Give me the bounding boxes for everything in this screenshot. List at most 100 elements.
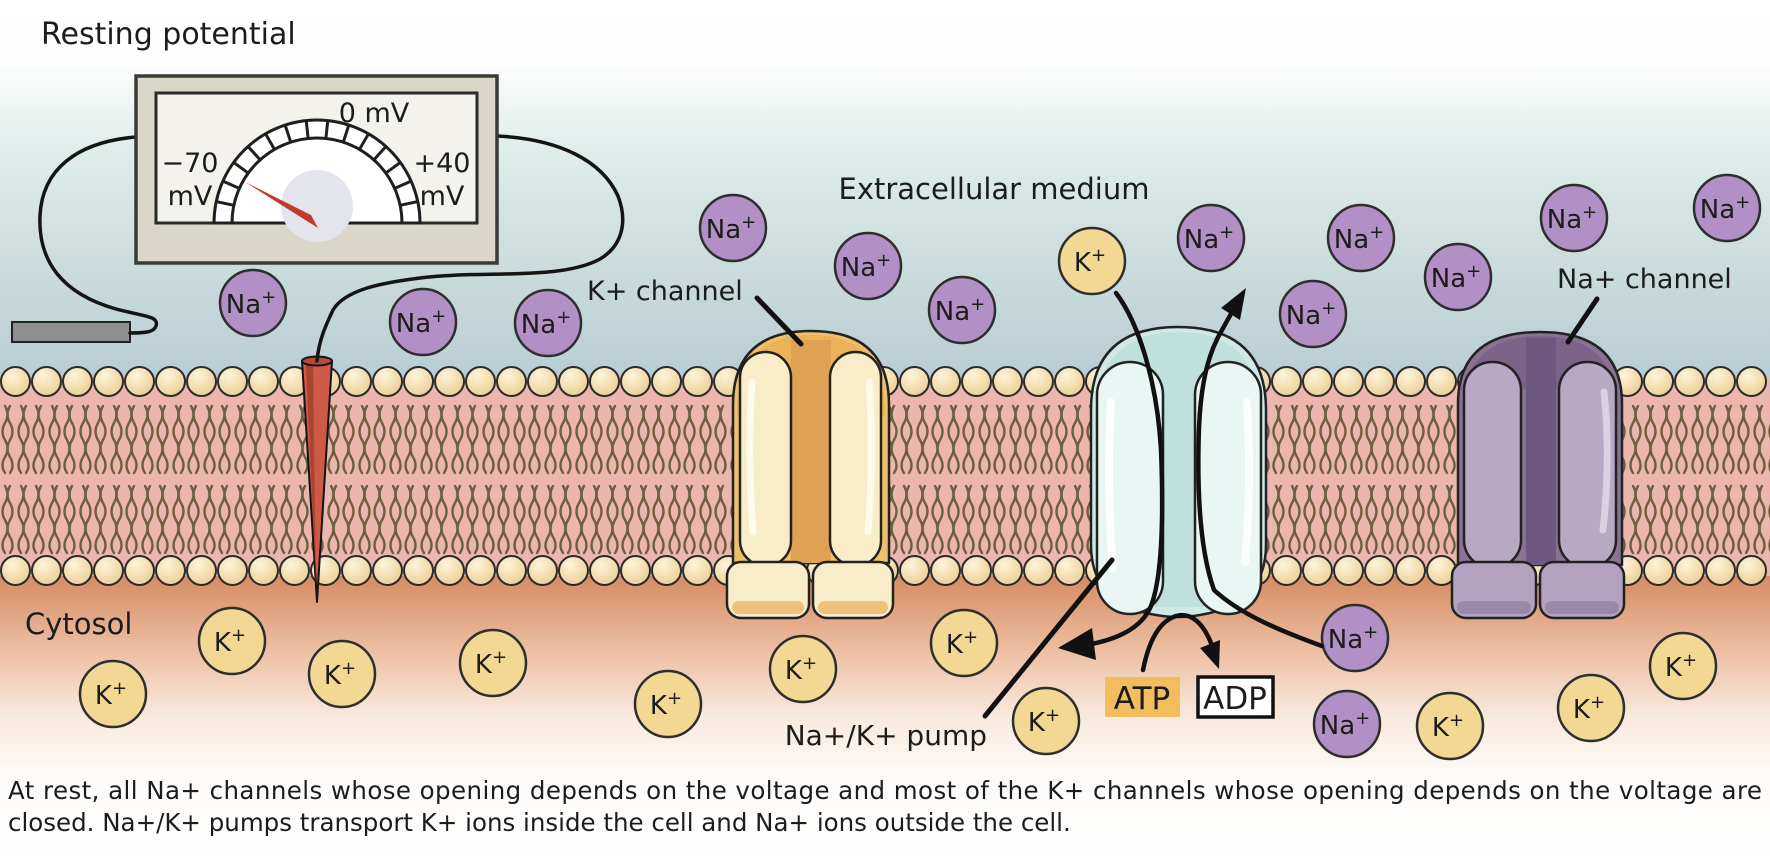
atp-adp-arrow — [1140, 612, 1214, 673]
atp-box — [1105, 677, 1180, 717]
lipid-head — [899, 555, 930, 586]
k-ion-label: K+ — [1665, 650, 1697, 683]
k-ion-label: K+ — [214, 625, 246, 658]
reference-electrode — [11, 321, 131, 343]
lipid-head — [62, 555, 93, 586]
na-ion-label: Na+ — [1320, 708, 1370, 741]
na-ion: Na+ — [1320, 603, 1390, 673]
lipid-head — [465, 366, 496, 397]
lipid-head — [992, 366, 1023, 397]
na-ion-label: Na+ — [1431, 261, 1481, 294]
na-ion-label: Na+ — [1700, 192, 1750, 225]
lipid-head — [372, 366, 403, 397]
lipid-head — [1395, 366, 1426, 397]
k-ion-label: K+ — [1074, 245, 1106, 278]
k-ion-label: K+ — [785, 653, 817, 686]
lipid-head — [155, 366, 186, 397]
page-title: Resting potential — [41, 17, 296, 52]
na-ion: Na+ — [513, 288, 583, 358]
na-out-arrowhead — [1221, 288, 1246, 320]
lipid-head — [1302, 366, 1333, 397]
na-ion-label: Na+ — [1184, 222, 1234, 255]
lipid-head — [1395, 555, 1426, 586]
lipid-head — [620, 366, 651, 397]
pump-label: Na+/K+ pump — [785, 719, 987, 752]
k-ion: K+ — [197, 606, 267, 676]
na-ion: Na+ — [1312, 689, 1382, 759]
gauge-tick — [246, 145, 262, 161]
lipid-head — [1364, 555, 1395, 586]
gauge-needle — [245, 182, 318, 228]
pump-arrows — [1058, 288, 1325, 673]
k-ion: K+ — [307, 639, 377, 709]
k-ion: K+ — [458, 628, 528, 698]
lipid-head — [589, 366, 620, 397]
na-ion: Na+ — [927, 275, 997, 345]
na-ion-label: Na+ — [1547, 202, 1597, 235]
lipid-head — [403, 555, 434, 586]
lipid-head — [124, 366, 155, 397]
lipid-head — [1705, 555, 1736, 586]
voltmeter: 0 mV −70 mV +40 mV — [134, 74, 499, 265]
lipid-head — [465, 555, 496, 586]
atp-adp-arrowhead — [1200, 640, 1220, 669]
k-ion: K+ — [1648, 631, 1718, 701]
na-ion: Na+ — [218, 268, 288, 338]
k-ion: K+ — [929, 608, 999, 678]
na-ion: Na+ — [1278, 279, 1348, 349]
k-ion-label: K+ — [1432, 710, 1464, 743]
lipid-head — [341, 555, 372, 586]
lipid-head — [1333, 555, 1364, 586]
lipid-head — [1643, 366, 1674, 397]
na-channel-pointer — [1565, 296, 1600, 345]
k-in-arrowhead — [1058, 628, 1096, 660]
k-ion: K+ — [1057, 226, 1127, 296]
gauge-tick — [222, 179, 240, 190]
k-ion-label: K+ — [650, 688, 682, 721]
na-ion: Na+ — [1539, 183, 1609, 253]
k-ion-label: K+ — [475, 647, 507, 680]
na-ion: Na+ — [833, 231, 903, 301]
gauge-tick — [215, 200, 235, 207]
lipid-head — [248, 555, 279, 586]
k-in-arrow — [1075, 290, 1165, 649]
gauge-max-value: +40 — [414, 148, 471, 179]
lipid-head — [558, 366, 589, 397]
lipid-head — [1302, 555, 1333, 586]
na-ion: Na+ — [1423, 242, 1493, 312]
lipid-head — [1054, 555, 1085, 586]
gauge-tick — [232, 161, 250, 175]
na-ion: Na+ — [1176, 203, 1246, 273]
k-channel-pore — [791, 340, 831, 563]
lipid-head — [961, 366, 992, 397]
na-channel — [1450, 330, 1626, 620]
lipid-head — [31, 555, 62, 586]
k-ion-label: K+ — [1573, 692, 1605, 725]
lipid-head — [1054, 366, 1085, 397]
pump-pointer — [982, 557, 1115, 719]
gauge-max-unit: mV — [420, 181, 465, 212]
lipid-head — [93, 555, 124, 586]
lipid-head — [1426, 366, 1457, 397]
k-ion: K+ — [1415, 691, 1485, 761]
lipid-head — [372, 555, 403, 586]
lipid-head — [341, 366, 372, 397]
lipid-head — [899, 366, 930, 397]
lipid-head — [589, 555, 620, 586]
label-pointers — [754, 295, 1600, 719]
k-ion: K+ — [768, 634, 838, 704]
gauge-min-value: −70 — [162, 148, 219, 179]
adp-box — [1196, 675, 1275, 719]
lipid-head — [1705, 366, 1736, 397]
gauge-tick — [394, 179, 412, 190]
caption-line-2: closed. Na+/K+ pumps transport K+ ions i… — [8, 808, 1071, 837]
lipid-head — [62, 366, 93, 397]
lipid-head — [0, 366, 31, 397]
lipid-head — [930, 555, 961, 586]
ion-layer: Na+Na+Na+Na+Na+Na+Na+Na+Na+Na+Na+Na+K+K+… — [78, 173, 1762, 761]
lipid-head — [155, 555, 186, 586]
na-ion-label: Na+ — [1328, 622, 1378, 655]
lipid-head — [1364, 366, 1395, 397]
lipid-head — [1271, 366, 1302, 397]
